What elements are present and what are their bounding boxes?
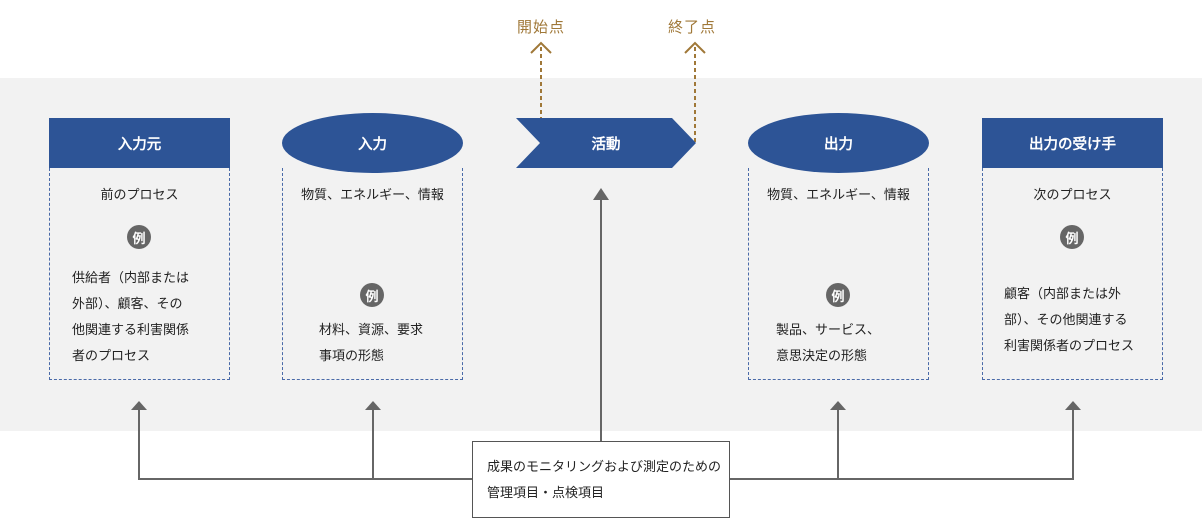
output-example-line: 製品、サービス、 xyxy=(776,323,881,338)
output-description: 物質、エネルギー、情報 xyxy=(767,188,910,203)
input-example-line: 材料、資源、要求 xyxy=(319,323,424,338)
output-box xyxy=(748,168,929,380)
source-example: 供給者（内部または 外部）、顧客、その 他関連する利害関係 者のプロセス xyxy=(72,266,189,370)
input-description: 物質、エネルギー、情報 xyxy=(301,188,444,203)
source-example-line: 他関連する利害関係 xyxy=(72,323,190,338)
receiver-example-line: 顧客（内部または外 xyxy=(1004,287,1122,302)
activity-label: 活動 xyxy=(591,136,621,153)
receiver-description: 次のプロセス xyxy=(1033,188,1112,203)
arrowhead-activity xyxy=(593,188,609,200)
source-example-line: 供給者（内部または xyxy=(72,271,190,286)
monitoring-line-2: 管理項目・点検項目 xyxy=(487,486,605,501)
receiver-example-badge: 例 xyxy=(1060,225,1084,249)
arrowhead-source xyxy=(131,401,147,410)
monitoring-line-1: 成果のモニタリングおよび測定のための xyxy=(487,460,722,475)
end-marker-arrow xyxy=(684,41,706,142)
source-example-badge: 例 xyxy=(127,225,151,249)
receiver-box xyxy=(982,168,1163,380)
output-example: 製品、サービス、 意思決定の形態 xyxy=(776,318,880,370)
start-point-label: 開始点 xyxy=(517,18,566,36)
monitoring-connectors xyxy=(138,200,1074,480)
source-box xyxy=(49,168,230,380)
input-example-badge: 例 xyxy=(360,283,384,307)
input-header: 入力 xyxy=(282,113,463,173)
receiver-header: 出力の受け手 xyxy=(982,118,1163,168)
arrowhead-input xyxy=(365,401,381,410)
receiver-example-line: 部）、その他関連する xyxy=(1004,313,1128,328)
input-example-line: 事項の形態 xyxy=(319,349,385,364)
arrowheads xyxy=(131,188,1081,410)
input-example: 材料、資源、要求 事項の形態 xyxy=(319,318,423,370)
source-header: 入力元 xyxy=(49,118,230,168)
arrowhead-receiver xyxy=(1065,401,1081,410)
arrowhead-output xyxy=(830,401,846,410)
source-example-line: 者のプロセス xyxy=(72,349,151,364)
monitoring-box: 成果のモニタリングおよび測定のための 管理項目・点検項目 xyxy=(472,441,730,518)
output-example-badge: 例 xyxy=(826,283,850,307)
receiver-example-line: 利害関係者のプロセス xyxy=(1004,339,1135,354)
activity-chevron xyxy=(516,118,696,168)
output-example-line: 意思決定の形態 xyxy=(776,349,868,364)
source-description: 前のプロセス xyxy=(100,188,179,203)
receiver-example: 顧客（内部または外 部）、その他関連する 利害関係者のプロセス xyxy=(1004,282,1134,360)
end-point-label: 終了点 xyxy=(668,18,717,36)
input-box xyxy=(282,168,463,380)
output-header: 出力 xyxy=(748,113,929,173)
source-example-line: 外部）、顧客、その xyxy=(72,297,183,312)
